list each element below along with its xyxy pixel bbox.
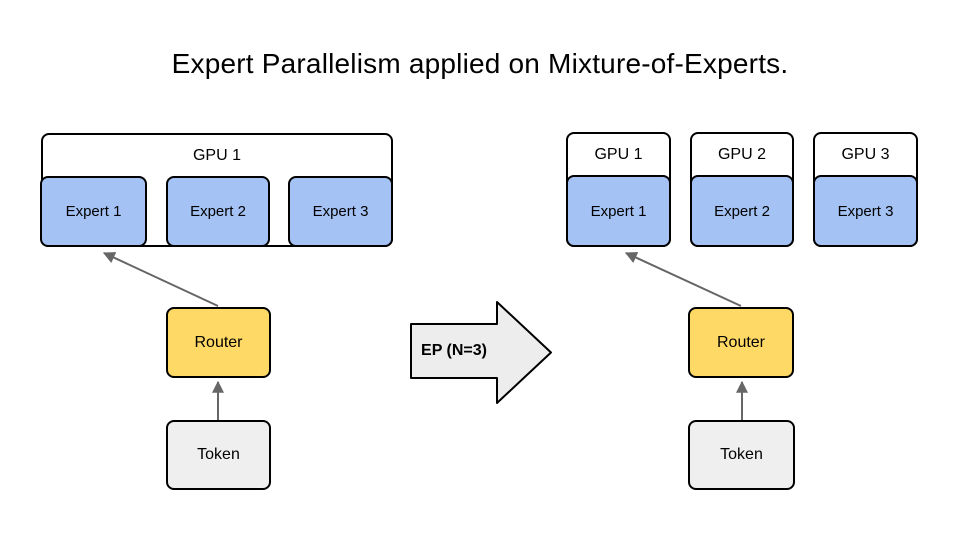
- before-router-box: Router: [166, 307, 271, 378]
- after-expert-1: Expert 1: [566, 175, 671, 247]
- after-expert-3: Expert 3: [813, 175, 918, 247]
- after-router-to-expert1-arrow: [624, 252, 742, 307]
- before-gpu-label: GPU 1: [192, 146, 241, 164]
- after-token-box: Token: [688, 420, 795, 490]
- after-gpu-label-3: GPU 3: [841, 145, 890, 163]
- before-expert-1: Expert 1: [40, 176, 147, 247]
- after-gpu-label-2: GPU 2: [717, 145, 766, 163]
- after-gpu-label-1: GPU 1: [594, 145, 643, 163]
- before-router-to-expert1-arrow: [102, 252, 219, 307]
- before-token-box: Token: [166, 420, 271, 490]
- slide-title: Expert Parallelism applied on Mixture-of…: [171, 48, 789, 79]
- before-expert-3: Expert 3: [288, 176, 393, 247]
- before-expert-2: Expert 2: [166, 176, 270, 247]
- ep-transform-label: EP (N=3): [421, 342, 487, 359]
- after-expert-2: Expert 2: [690, 175, 794, 247]
- after-router-box: Router: [688, 307, 794, 378]
